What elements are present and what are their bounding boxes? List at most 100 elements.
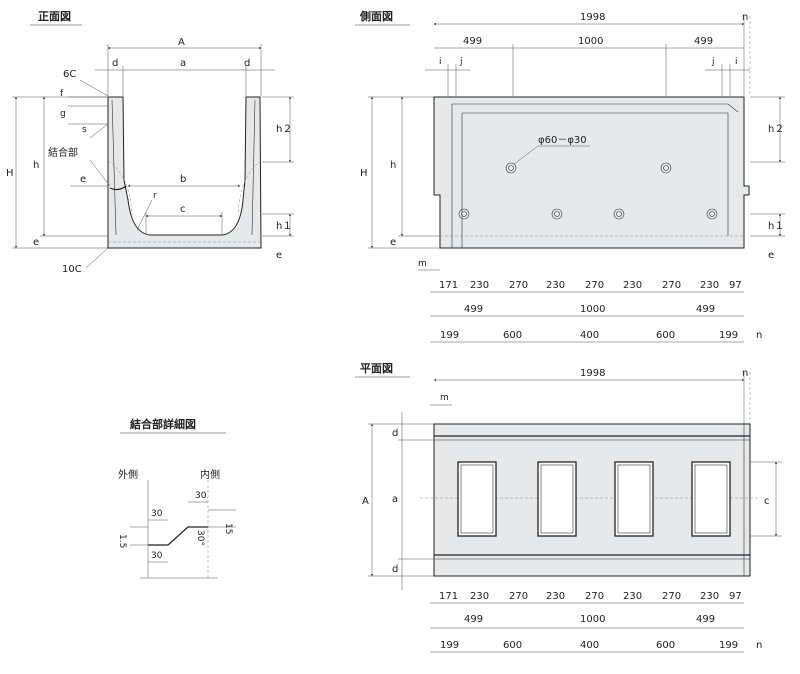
side-hole-spec: φ60－φ30 — [538, 135, 587, 146]
side-row1-7: 230 — [700, 280, 719, 291]
side-top-1: 1000 — [578, 36, 603, 47]
plan-row1-4: 270 — [585, 591, 604, 602]
side-i-right: i — [735, 57, 738, 67]
dim-e: e — [33, 237, 39, 248]
joint-outer: 外側 — [118, 468, 138, 481]
plan-row3-0: 199 — [440, 640, 459, 651]
plan-row1-2: 270 — [509, 591, 528, 602]
side-row1-5: 230 — [623, 280, 642, 291]
side-row3-3: 600 — [656, 330, 675, 341]
joint-title: 結合部詳細図 — [130, 417, 196, 431]
plan-openings — [457, 461, 731, 537]
plan-row2-1: 1000 — [580, 614, 605, 625]
plan-row1-5: 230 — [623, 591, 642, 602]
plan-m: m — [440, 393, 449, 403]
side-row1-8: 97 — [729, 280, 742, 291]
side-top-2: 499 — [694, 36, 713, 47]
joint-dim-0: 30 — [195, 491, 207, 501]
plan-view: 平面図 1998 n m A — [355, 361, 782, 653]
plan-row3-4: 199 — [719, 640, 738, 651]
dim-c: c — [180, 204, 186, 215]
dim-h2: h２ — [276, 124, 292, 135]
side-h2: h２ — [768, 124, 784, 135]
side-row3-n: n — [756, 330, 762, 341]
plan-row1-7: 230 — [700, 591, 719, 602]
dim-f: f — [60, 89, 64, 99]
plan-d-bottom: d — [392, 564, 398, 575]
plan-row3-n: n — [756, 640, 762, 651]
label-10c: 10C — [62, 264, 82, 275]
side-i-left: i — [439, 57, 442, 67]
plan-total: 1998 — [580, 368, 605, 379]
side-view: 側面図 1998 n 499 1000 499 i j j i — [355, 9, 785, 343]
plan-row1-8: 97 — [729, 591, 742, 602]
label-6c: 6C — [63, 69, 76, 80]
plan-row1-0: 171 — [439, 591, 458, 602]
plan-row2-2: 499 — [696, 614, 715, 625]
side-h: h — [390, 160, 396, 171]
side-row1-3: 230 — [546, 280, 565, 291]
joint-dim-1: 30 — [151, 509, 163, 519]
front-view-title: 正面図 — [38, 9, 71, 23]
dim-s: s — [82, 125, 87, 135]
plan-bottom-dims: 171 230 270 230 270 230 270 230 97 499 1… — [430, 591, 762, 653]
joint-dim-2: 30 — [151, 551, 163, 561]
side-row2-0: 499 — [464, 304, 483, 315]
dim-H: H — [6, 168, 14, 179]
plan-a: a — [392, 494, 398, 505]
label-joint: 結合部 — [48, 146, 78, 159]
side-row1-6: 270 — [662, 280, 681, 291]
plan-view-title: 平面図 — [360, 361, 393, 375]
dim-e-right: e — [276, 250, 282, 261]
front-view: 正面図 A d a d 6C f g s 結合部 — [6, 9, 294, 275]
side-row1-2: 270 — [509, 280, 528, 291]
dim-A: A — [178, 37, 185, 48]
side-n: n — [742, 12, 748, 23]
plan-row3-2: 400 — [580, 640, 599, 651]
plan-c: c — [764, 496, 770, 507]
plan-row2-0: 499 — [464, 614, 483, 625]
dim-r: r — [153, 191, 157, 201]
side-total: 1998 — [580, 12, 605, 23]
dim-d-left: d — [112, 58, 118, 69]
side-holes — [458, 162, 718, 220]
joint-dim-3: 15 — [223, 523, 233, 534]
dim-h1: h１ — [276, 221, 292, 232]
plan-row3-1: 600 — [503, 640, 522, 651]
joint-detail: 結合部詳細図 外側 内側 30 30 30 15 1.5 30° — [117, 417, 236, 579]
front-ushape-body — [107, 96, 262, 249]
side-top-0: 499 — [463, 36, 482, 47]
side-row2-2: 499 — [696, 304, 715, 315]
side-row3-2: 400 — [580, 330, 599, 341]
joint-inner: 内側 — [200, 468, 220, 481]
side-row2-1: 1000 — [580, 304, 605, 315]
side-view-title: 側面図 — [359, 9, 393, 23]
dim-e-side: e — [80, 174, 86, 185]
plan-row1-1: 230 — [470, 591, 489, 602]
side-e-right: e — [768, 250, 774, 261]
dim-h: h — [33, 160, 39, 171]
side-row1-0: 171 — [439, 280, 458, 291]
side-row1-4: 270 — [585, 280, 604, 291]
side-h1: h１ — [768, 221, 784, 232]
plan-d-top: d — [392, 428, 398, 439]
joint-dim-5: 30° — [195, 530, 205, 546]
side-bottom-dims: 171 230 270 230 270 230 270 230 97 499 1… — [430, 280, 762, 343]
dim-b: b — [180, 174, 186, 185]
side-row3-1: 600 — [503, 330, 522, 341]
side-e: e — [390, 237, 396, 248]
plan-n: n — [742, 368, 748, 379]
plan-row1-6: 270 — [662, 591, 681, 602]
side-m: m — [418, 259, 427, 269]
side-body — [433, 96, 750, 249]
side-row1-1: 230 — [470, 280, 489, 291]
side-j-left: j — [459, 57, 463, 67]
side-j-right: j — [711, 57, 715, 67]
dim-g: g — [60, 109, 66, 119]
plan-A: A — [362, 496, 369, 507]
dim-a: a — [180, 58, 186, 69]
plan-row3-3: 600 — [656, 640, 675, 651]
side-H: H — [360, 168, 368, 179]
dim-d-right: d — [244, 58, 250, 69]
